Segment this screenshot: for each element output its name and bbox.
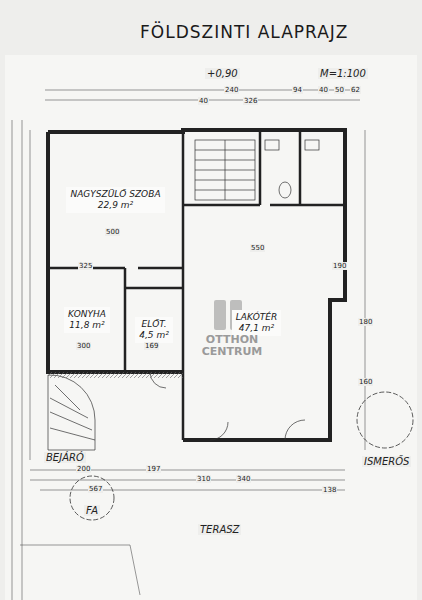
dimension: 40 [198,97,209,105]
plan-note: BEJÁRÓ [44,452,86,463]
dimension: 197 [146,465,161,473]
plan-note: +0,90 [205,68,240,79]
dimension: 160 [358,378,373,386]
dimension: 326 [243,97,258,105]
room-text: ELŐT. [139,319,169,330]
room-text: LAKÓTÉR [236,312,277,323]
plan-note: FA [84,505,100,516]
dimension: 40 [318,86,329,94]
room-text: 22,9 m² [70,200,160,211]
dimension: 169 [144,342,159,350]
room-area: LAKÓTÉR47,1 m² [185,207,328,438]
room-text: 4,5 m² [139,330,169,341]
room-label: NAGYSZÜLŐ SZOBA22,9 m² [66,187,164,213]
room-area: KONYHA11,8 m² [50,270,124,370]
dimension: 340 [236,475,251,483]
dimension: 138 [322,486,337,494]
watermark: OTTHON CENTRUM [194,334,270,358]
dimension: 500 [105,228,120,236]
dimension: 190 [332,262,347,270]
dimension: 310 [196,475,211,483]
dimension: 200 [76,465,91,473]
room-label: KONYHA11,8 m² [64,307,110,333]
dimension: 300 [76,342,91,350]
room-label: ELŐT.4,5 m² [135,317,173,343]
dimension: 567 [88,485,103,493]
room-area: ELŐT.4,5 m² [126,290,182,370]
dimension: 240 [224,86,239,94]
plan-note: M=1:100 [318,68,368,79]
plan-note: ISMERŐS [362,456,411,467]
dimension: 325 [78,262,93,270]
plan-title: FÖLDSZINTI ALAPRAJZ [140,22,348,42]
dimension: 50 [334,86,345,94]
room-text: NAGYSZÜLŐ SZOBA [70,189,160,200]
room-label: LAKÓTÉR47,1 m² [232,310,281,336]
room-area: NAGYSZÜLŐ SZOBA22,9 m² [50,134,181,266]
room-text: 47,1 m² [236,323,277,334]
dimension: 180 [358,318,373,326]
room-text: KONYHA [68,309,106,320]
plan-note: TERASZ [198,524,241,535]
dimension: 550 [250,244,265,252]
room-text: 11,8 m² [68,320,106,331]
dimension: 62 [350,86,361,94]
dimension: 94 [292,86,303,94]
